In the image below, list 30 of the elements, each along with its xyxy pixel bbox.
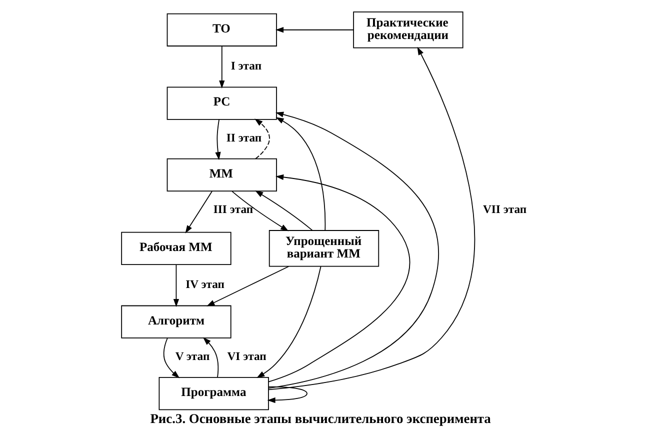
arrow — [267, 386, 308, 404]
arrow — [173, 264, 180, 308]
edge-label: VII этап — [482, 202, 527, 216]
arrow — [275, 27, 354, 33]
arrow — [163, 338, 180, 378]
node-box: Упрощенный вариант ММ — [268, 230, 380, 267]
node-box: Алгоритм — [121, 305, 232, 338]
arrow — [232, 190, 289, 232]
arrow — [219, 46, 225, 89]
node-box: Программа — [158, 376, 269, 410]
edge-label: IV этап — [186, 278, 224, 292]
arrow — [185, 190, 212, 234]
node-box: ТО — [166, 13, 277, 46]
arrow — [276, 117, 326, 231]
edge-label: III этап — [213, 202, 254, 216]
arrow — [206, 266, 290, 306]
arrow — [202, 337, 219, 378]
node-box: Рабочая ММ — [121, 232, 232, 265]
edge-label: II этап — [226, 131, 262, 144]
caption: Рис.3. Основные этапы вычислительного эксперимента — [150, 411, 491, 426]
edge-label: I этап — [230, 60, 262, 73]
arrow — [215, 119, 221, 160]
arrow — [255, 190, 313, 231]
arrow — [254, 118, 270, 160]
arrow — [256, 266, 322, 378]
edge-label: VI этап — [227, 350, 266, 363]
node-box: ММ — [166, 158, 277, 192]
edge-label: V этап — [175, 350, 210, 363]
node-box: Практические рекомендации — [353, 12, 464, 48]
node-box: РС — [166, 86, 277, 120]
